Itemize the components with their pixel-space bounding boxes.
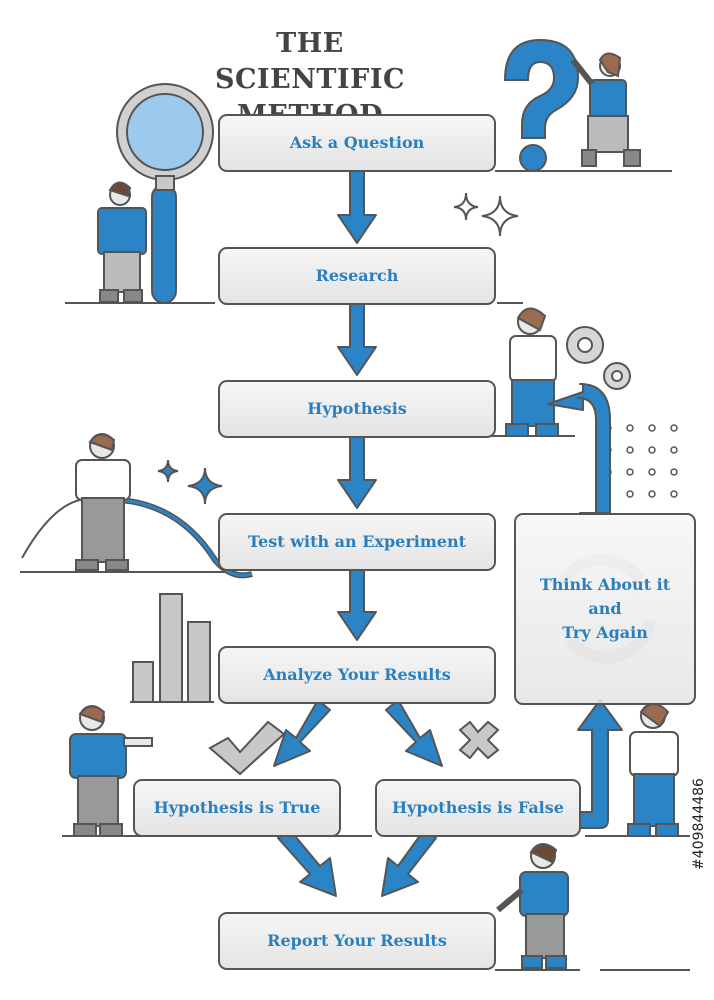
step-label: Ask a Question: [289, 133, 425, 152]
arrow-down-left: [273, 699, 331, 767]
arrow-down-right: [385, 699, 443, 767]
step-label-line-1: Think About it: [539, 575, 671, 594]
step-label: Test with an Experiment: [248, 532, 466, 551]
step-label: Research: [315, 266, 399, 285]
checkmark-icon: [208, 720, 286, 776]
step-label: Report Your Results: [267, 931, 447, 950]
stock-id-text: #409844486: [691, 778, 707, 870]
arrow-up-return: [574, 699, 623, 829]
person-icon: [570, 52, 641, 167]
step-label-line-3: Try Again: [562, 623, 648, 642]
step-label: Hypothesis is False: [392, 798, 564, 817]
person-icon: [627, 703, 679, 837]
step-label: Hypothesis: [307, 399, 407, 418]
step-label: Hypothesis is True: [153, 798, 321, 817]
step-think-try-again: Think About it and Try Again: [514, 513, 696, 705]
title-line-1: THE SCIENTIFIC: [215, 28, 405, 95]
magnifier-icon: [116, 83, 214, 304]
step-label-line-2: and: [588, 599, 622, 618]
step-test-experiment: Test with an Experiment: [218, 513, 496, 571]
arrow-down: [337, 569, 377, 641]
step-analyze-results: Analyze Your Results: [218, 646, 496, 704]
step-hypothesis-true: Hypothesis is True: [133, 779, 341, 837]
arrow-down-left: [381, 829, 437, 897]
cross-icon: [458, 720, 500, 760]
sparkle-icon: [157, 459, 223, 505]
stock-id-watermark: #409844486: [684, 750, 707, 910]
step-hypothesis: Hypothesis: [218, 380, 496, 438]
person-icon: [69, 705, 153, 837]
gears-icon: [566, 326, 631, 390]
step-report-results: Report Your Results: [218, 912, 496, 970]
bar-chart-icon: [130, 593, 214, 703]
question-mark-icon: [503, 38, 580, 172]
step-label: Analyze Your Results: [263, 665, 451, 684]
sparkle-icon: [453, 192, 519, 237]
flow-arrows: [273, 169, 623, 897]
arrow-down: [337, 435, 377, 509]
step-ask-question: Ask a Question: [218, 114, 496, 172]
person-icon: [496, 843, 569, 969]
arrow-down: [337, 302, 377, 376]
arrow-up-return: [547, 383, 611, 514]
person-icon: [75, 433, 131, 571]
arrow-down: [337, 169, 377, 244]
arrow-down-right: [277, 829, 337, 897]
dots-grid-icon: [604, 424, 678, 498]
step-hypothesis-false: Hypothesis is False: [375, 779, 581, 837]
person-icon: [505, 307, 559, 437]
step-research: Research: [218, 247, 496, 305]
person-icon: [97, 181, 147, 303]
